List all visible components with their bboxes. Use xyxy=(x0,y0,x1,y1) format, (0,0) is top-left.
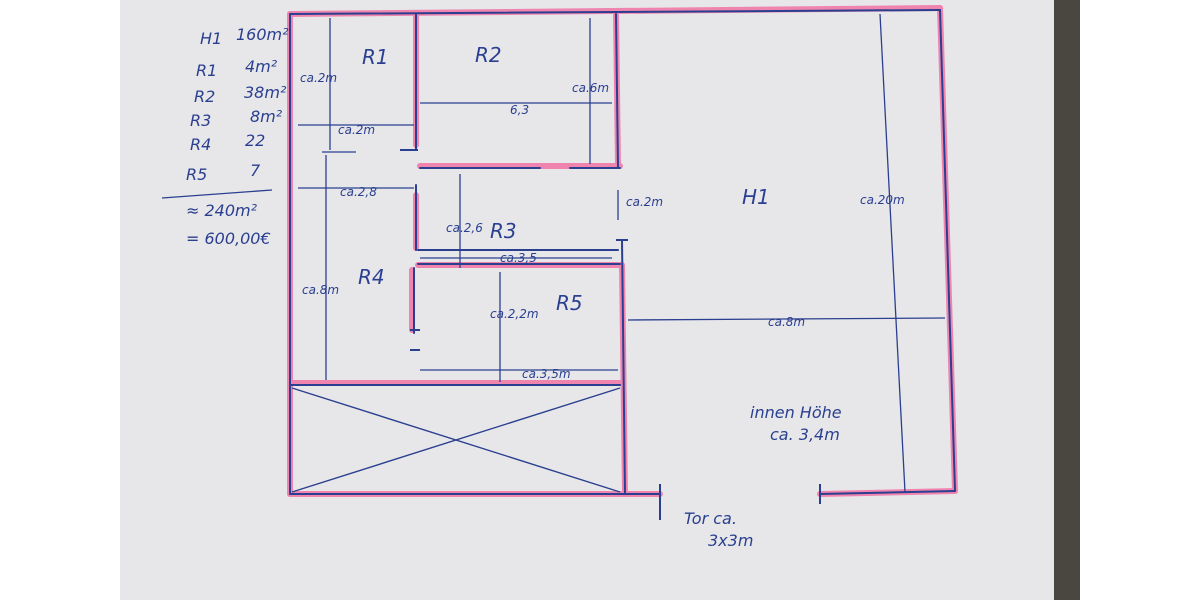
legend-r2-area: 38m² xyxy=(244,83,287,102)
gate-marks xyxy=(400,149,821,520)
dim-h1-height: ca.20m xyxy=(860,193,905,207)
room-label-r1: R1 xyxy=(362,45,389,69)
legend-total: ≈ 240m² xyxy=(186,201,258,220)
dim-r4-width: ca.2,8 xyxy=(340,185,377,199)
legend-price: = 600,00€ xyxy=(186,229,271,248)
desk-strip xyxy=(1052,0,1080,600)
legend-r4-name: R4 xyxy=(190,135,211,154)
note-inner-height-line2: ca. 3,4m xyxy=(770,425,840,444)
room-label-r5: R5 xyxy=(556,291,583,315)
room-label-r3: R3 xyxy=(490,219,517,243)
legend-h1-area: 160m² xyxy=(236,25,289,44)
room-labels: R1 R2 H1 R3 R4 R5 xyxy=(358,43,770,315)
paper-sheet xyxy=(120,0,1054,600)
dim-r3-height: ca.2,6 xyxy=(446,221,483,235)
dim-r4-height: ca.8m xyxy=(302,283,339,297)
legend-sum-line xyxy=(161,189,273,199)
legend-h1-name: H1 xyxy=(200,29,222,48)
dim-r5-height: ca.2,2m xyxy=(490,307,539,321)
legend-r5-area: 7 xyxy=(250,161,261,180)
room-label-h1: H1 xyxy=(742,185,770,209)
legend: H1 160m² R1 4m² R2 38m² R3 8m² R4 22 R5 … xyxy=(161,25,289,248)
legend-r1-name: R1 xyxy=(196,61,217,80)
note-inner-height-line1: innen Höhe xyxy=(750,403,842,422)
note-gate-line2: 3x3m xyxy=(708,531,753,550)
dim-r5-width: ca.3,5m xyxy=(522,367,571,381)
dimension-lines xyxy=(298,13,946,493)
legend-r4-area: 22 xyxy=(245,131,265,150)
dim-r1-height: ca.2m xyxy=(300,71,337,85)
room-label-r2: R2 xyxy=(475,43,502,67)
dim-corridor: ca.2m xyxy=(626,195,663,209)
ink-walls xyxy=(289,9,956,495)
dimension-labels: ca.2m ca.2m 6,3 ca.6m ca.2,8 ca.2m ca.2,… xyxy=(300,71,905,381)
room-label-r4: R4 xyxy=(358,265,385,289)
legend-r5-name: R5 xyxy=(186,165,207,184)
dim-r3-width: ca.3,5 xyxy=(500,251,537,265)
legend-r3-area: 8m² xyxy=(250,107,283,126)
legend-r1-area: 4m² xyxy=(245,57,278,76)
dim-r2-height: ca.6m xyxy=(572,81,609,95)
note-gate-line1: Tor ca. xyxy=(684,509,737,528)
notes: innen Höhe ca. 3,4m Tor ca. 3x3m xyxy=(684,403,842,550)
dim-h1-width: ca.8m xyxy=(768,315,805,329)
dim-r1-width: ca.2m xyxy=(338,123,375,137)
legend-r3-name: R3 xyxy=(190,111,211,130)
dim-r2-width: 6,3 xyxy=(510,103,529,117)
crossed-area xyxy=(291,387,621,493)
legend-r2-name: R2 xyxy=(194,87,215,106)
